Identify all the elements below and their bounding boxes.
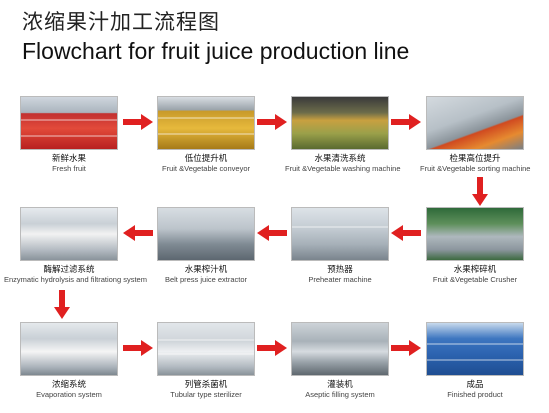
arrow-right-icon [257, 340, 287, 356]
arrow-left-icon [391, 225, 421, 241]
fresh-fruit-photo [20, 96, 118, 150]
step-label-en: Fruit &Vegetable conveyor [162, 164, 250, 173]
step-enzymatic-filtration: 酶解过滤系统 Enzymatic hydrolysis and filtrati… [4, 207, 147, 284]
title-chinese: 浓缩果汁加工流程图 [22, 10, 220, 34]
step-label-cn: 水果榨汁机 [184, 265, 228, 275]
step-fresh-fruit: 新鲜水果 Fresh fruit [14, 96, 124, 173]
step-finished-product: 成品 Finished product [420, 322, 530, 399]
step-label-en: Fruit &Vegetable sorting machine [420, 164, 531, 173]
arrow-right-icon [123, 114, 153, 130]
step-label-cn: 水果清洗系统 [314, 154, 366, 164]
step-label-cn: 灌装机 [327, 380, 353, 390]
filling-system-photo [291, 322, 389, 376]
step-label-en: Fresh fruit [52, 164, 86, 173]
step-label-en: Belt press juice extractor [164, 275, 248, 284]
conveyor-photo [157, 96, 255, 150]
step-label-en: Enzymatic hydrolysis and filtrationg sys… [4, 275, 147, 284]
sorting-machine-photo [426, 96, 524, 150]
arrow-right-icon [391, 114, 421, 130]
step-label-cn: 浓缩系统 [51, 380, 86, 390]
step-juice-extractor: 水果榨汁机 Belt press juice extractor [151, 207, 261, 284]
crusher-photo [426, 207, 524, 261]
enzymatic-tanks-photo [20, 207, 118, 261]
step-label-cn: 新鲜水果 [51, 154, 86, 164]
step-label-en: Tubular type sterilizer [170, 390, 242, 399]
step-label-en: Evaporation system [36, 390, 102, 399]
step-label-cn: 水果榨碎机 [453, 265, 497, 275]
step-label-en: Fruit &Vegetable Crusher [432, 275, 518, 284]
juice-extractor-photo [157, 207, 255, 261]
step-label-cn: 低位提升机 [184, 154, 228, 164]
arrow-right-icon [257, 114, 287, 130]
step-filling-system: 灌装机 Aseptic filling system [285, 322, 395, 399]
step-label-cn: 预热器 [327, 265, 353, 275]
step-conveyor: 低位提升机 Fruit &Vegetable conveyor [151, 96, 261, 173]
step-evaporation: 浓缩系统 Evaporation system [14, 322, 124, 399]
title-english: Flowchart for fruit juice production lin… [22, 38, 410, 64]
step-washing-machine: 水果清洗系统 Fruit &Vegetable washing machine [285, 96, 401, 173]
step-label-cn: 列管杀菌机 [184, 380, 228, 390]
sterilizer-photo [157, 322, 255, 376]
arrow-right-icon [123, 340, 153, 356]
step-preheater: 预热器 Preheater machine [285, 207, 395, 284]
preheater-photo [291, 207, 389, 261]
arrow-left-icon [257, 225, 287, 241]
step-label-en: Preheater machine [308, 275, 372, 284]
step-label-cn: 检果高位提升 [449, 154, 501, 164]
step-label-en: Finished product [447, 390, 503, 399]
arrow-down-icon [54, 290, 70, 319]
arrow-down-icon [472, 177, 488, 206]
arrow-left-icon [123, 225, 153, 241]
step-crusher: 水果榨碎机 Fruit &Vegetable Crusher [420, 207, 530, 284]
step-label-cn: 成品 [466, 380, 484, 390]
step-label-en: Fruit &Vegetable washing machine [285, 164, 401, 173]
finished-product-photo [426, 322, 524, 376]
washing-machine-photo [291, 96, 389, 150]
step-sorting-machine: 检果高位提升 Fruit &Vegetable sorting machine [420, 96, 530, 173]
step-label-en: Aseptic filling system [305, 390, 375, 399]
evaporation-photo [20, 322, 118, 376]
step-sterilizer: 列管杀菌机 Tubular type sterilizer [151, 322, 261, 399]
step-label-cn: 酶解过滤系统 [43, 265, 95, 275]
arrow-right-icon [391, 340, 421, 356]
